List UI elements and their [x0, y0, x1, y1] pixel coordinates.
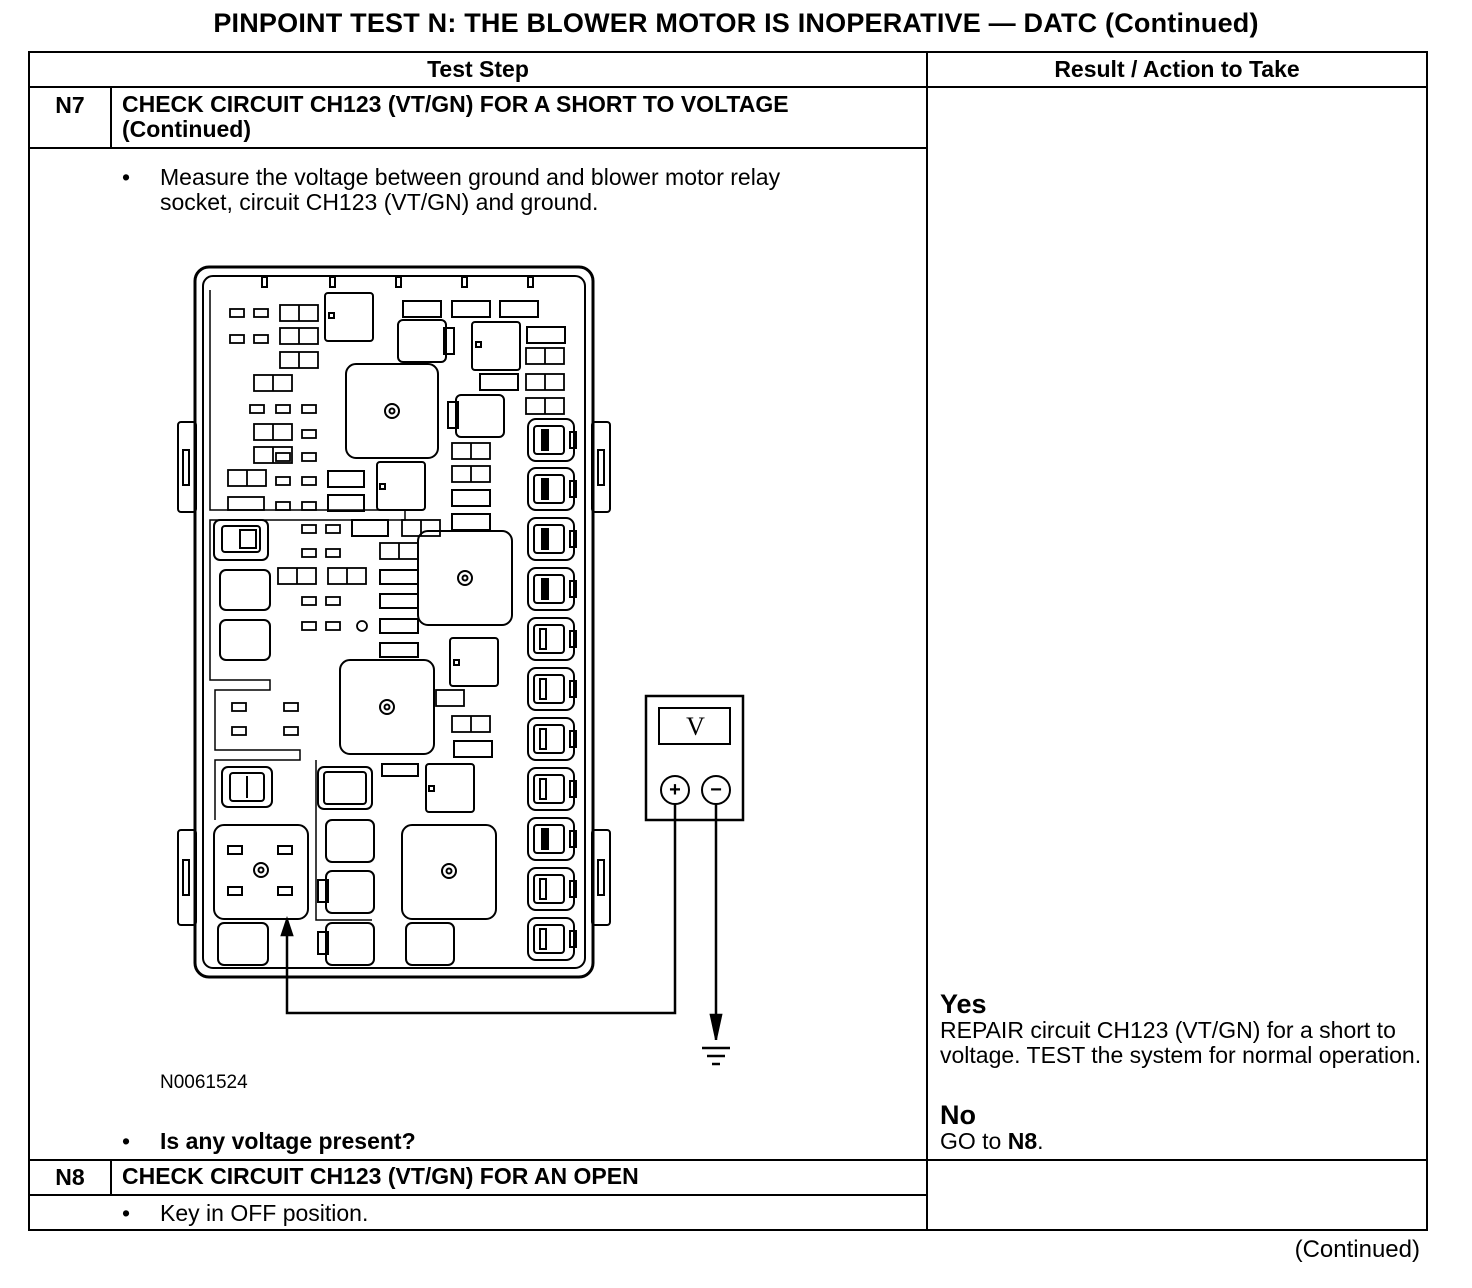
- page-title: PINPOINT TEST N: THE BLOWER MOTOR IS INO…: [213, 8, 1259, 38]
- n8-bullet-key-text: Key in OFF position.: [160, 1200, 369, 1226]
- header-result-action: Result / Action to Take: [1054, 56, 1300, 82]
- housing-top-tabs: [261, 276, 534, 288]
- n8-title-divider: [28, 1194, 927, 1196]
- n8-row-divider: [28, 1159, 1428, 1161]
- step-id-n8: N8: [55, 1164, 85, 1190]
- blower-relay-socket: [213, 824, 309, 920]
- small-relay-symbols: [227, 304, 565, 733]
- bullet-dot: •: [122, 164, 131, 190]
- no-text-ref-link[interactable]: N8: [1007, 1128, 1038, 1154]
- fuse-box-inner-wall: [202, 275, 586, 969]
- header-test-step: Test Step: [427, 56, 529, 82]
- meter-display: V: [686, 712, 705, 741]
- step-title-n7: CHECK CIRCUIT CH123 (VT/GN) FOR A SHORT …: [122, 91, 789, 142]
- meter-positive-terminal: +: [669, 779, 681, 801]
- mounting-brackets: [177, 421, 611, 926]
- header-divider: [28, 86, 1428, 88]
- step-id-n7: N7: [55, 92, 85, 118]
- figure-id: N0061524: [160, 1072, 248, 1093]
- n7-bullet-measure-text: Measure the voltage between ground and b…: [160, 164, 781, 215]
- jcase-fuses: [527, 418, 577, 961]
- continued-label: (Continued): [1294, 1236, 1420, 1263]
- voltmeter: [644, 694, 745, 822]
- left-connectors: [213, 519, 455, 966]
- no-text-prefix: GO to: [940, 1128, 1008, 1154]
- large-relays: [339, 363, 513, 920]
- n7-id-divider: [110, 86, 112, 148]
- mini-fuses-upper-left: [229, 308, 368, 736]
- test-table: [28, 51, 1428, 1231]
- n7-bullet-question-text: Is any voltage present?: [160, 1128, 416, 1154]
- yes-text: REPAIR circuit CH123 (VT/GN) for a short…: [940, 1017, 1422, 1068]
- fuse-box-housing: [193, 265, 595, 979]
- n8-id-divider: [110, 1159, 112, 1195]
- result-yes: Yes REPAIR circuit CH123 (VT/GN) for a s…: [940, 990, 1424, 1068]
- meter-negative-terminal: −: [710, 779, 722, 801]
- yes-label: Yes: [940, 989, 987, 1019]
- n7-title-divider: [28, 147, 927, 149]
- column-divider: [926, 51, 928, 1231]
- step-title-n8: CHECK CIRCUIT CH123 (VT/GN) FOR AN OPEN: [122, 1163, 639, 1189]
- micro-relays: [324, 292, 521, 813]
- no-text-suffix: .: [1037, 1128, 1044, 1154]
- no-label: No: [940, 1100, 976, 1130]
- bullet-dot: •: [122, 1128, 131, 1154]
- probe-leads: [280, 804, 730, 1066]
- maxi-fuses: [327, 300, 566, 777]
- result-no: No GO to N8.: [940, 1101, 1424, 1154]
- bullet-dot: •: [122, 1200, 131, 1226]
